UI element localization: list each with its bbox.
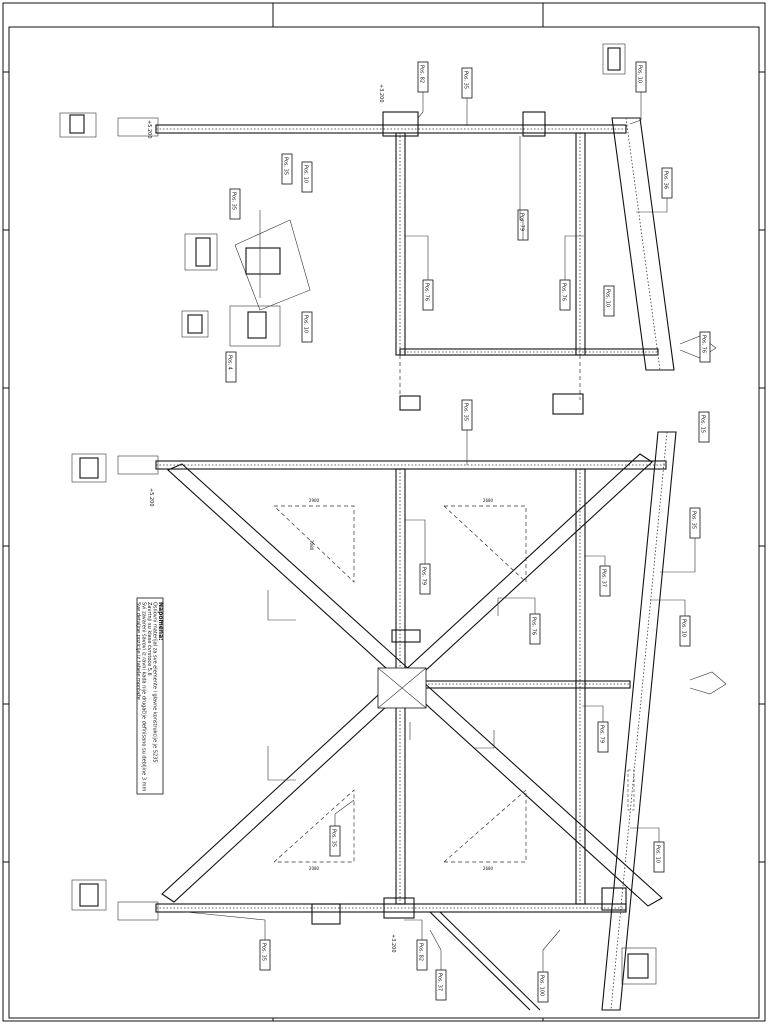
position-labels: Pos. 82 Pos. 35 Pos. 10 Pos. 35 Pos. 35 … bbox=[225, 61, 711, 1003]
position-label: Pos. 76 bbox=[701, 335, 707, 353]
position-label: Pos. 76 bbox=[531, 617, 537, 635]
position-label: Pos. 35 bbox=[691, 511, 697, 529]
position-label: Pos. 36 bbox=[663, 171, 669, 189]
position-label: Pos. 35 bbox=[463, 71, 469, 89]
general-notes: Napomena: Osnovni materijal za sve eleme… bbox=[135, 597, 164, 795]
position-label: Pos. 37 bbox=[601, 569, 607, 587]
upper-frame bbox=[117, 111, 675, 415]
position-label: Pos. 79 bbox=[599, 725, 605, 743]
position-label: Pos. 79 bbox=[421, 567, 427, 585]
position-label: Pos. 4 bbox=[227, 355, 233, 370]
notes-heading: Napomena: bbox=[157, 602, 164, 641]
position-label: Pos. 100 bbox=[539, 975, 545, 996]
dimension-text: 2080 bbox=[309, 866, 320, 871]
position-label: Pos. 10 bbox=[681, 619, 687, 637]
level-label: +3.200 bbox=[378, 84, 384, 103]
dimension-text: 2900 bbox=[309, 498, 320, 503]
middle-details bbox=[59, 43, 626, 347]
position-label: Pos. 10 bbox=[303, 315, 309, 333]
position-label: Pos. 35 bbox=[283, 157, 289, 175]
position-label: Pos. 10 bbox=[655, 845, 661, 863]
notes-line: Svi zavareni šavovi iz ravni kada nije d… bbox=[141, 602, 148, 791]
level-labels: +5.200 +3.200 +5.200 +3.200 bbox=[146, 84, 396, 953]
position-label: Pos. 15 bbox=[700, 415, 706, 433]
level-label: +5.200 bbox=[146, 120, 152, 139]
dimension-text: 2680 bbox=[483, 498, 494, 503]
level-label: +3.200 bbox=[390, 934, 396, 953]
position-label: Pos. 79 bbox=[519, 213, 525, 231]
position-label: Pos. 10 bbox=[637, 65, 643, 83]
position-label: Pos. 35 bbox=[463, 403, 469, 421]
position-label: Pos. 76 bbox=[424, 283, 430, 301]
notes-line: Sve detaljne pozicije iz tabele montaže bbox=[135, 602, 142, 700]
position-label: Pos. 35 bbox=[331, 829, 337, 847]
position-label: Pos. 37 bbox=[437, 973, 443, 991]
dimension-text: 3080 bbox=[309, 540, 314, 551]
notes-line: Osnovni materijal za sve elemente i glav… bbox=[152, 602, 158, 763]
level-label: +5.200 bbox=[148, 488, 154, 507]
leader-lines bbox=[185, 92, 696, 972]
position-label: Pos. 82 bbox=[419, 65, 425, 83]
position-label: Pos. 10 bbox=[303, 165, 309, 183]
position-label: Pos. 10 bbox=[605, 289, 611, 307]
position-label: Pos. 35 bbox=[231, 192, 237, 210]
notes-line: Zavrtnji su klase čvrstoće 5.6 bbox=[146, 602, 153, 676]
dimension-text: 2680 bbox=[483, 866, 494, 871]
position-label: Pos. 76 bbox=[561, 283, 567, 301]
position-label: Pos. 82 bbox=[418, 943, 424, 961]
dimension-triangles: 2900 2680 2680 3080 2080 bbox=[273, 498, 527, 871]
position-label: Pos. 35 bbox=[261, 943, 267, 961]
lower-frame bbox=[71, 335, 727, 1011]
